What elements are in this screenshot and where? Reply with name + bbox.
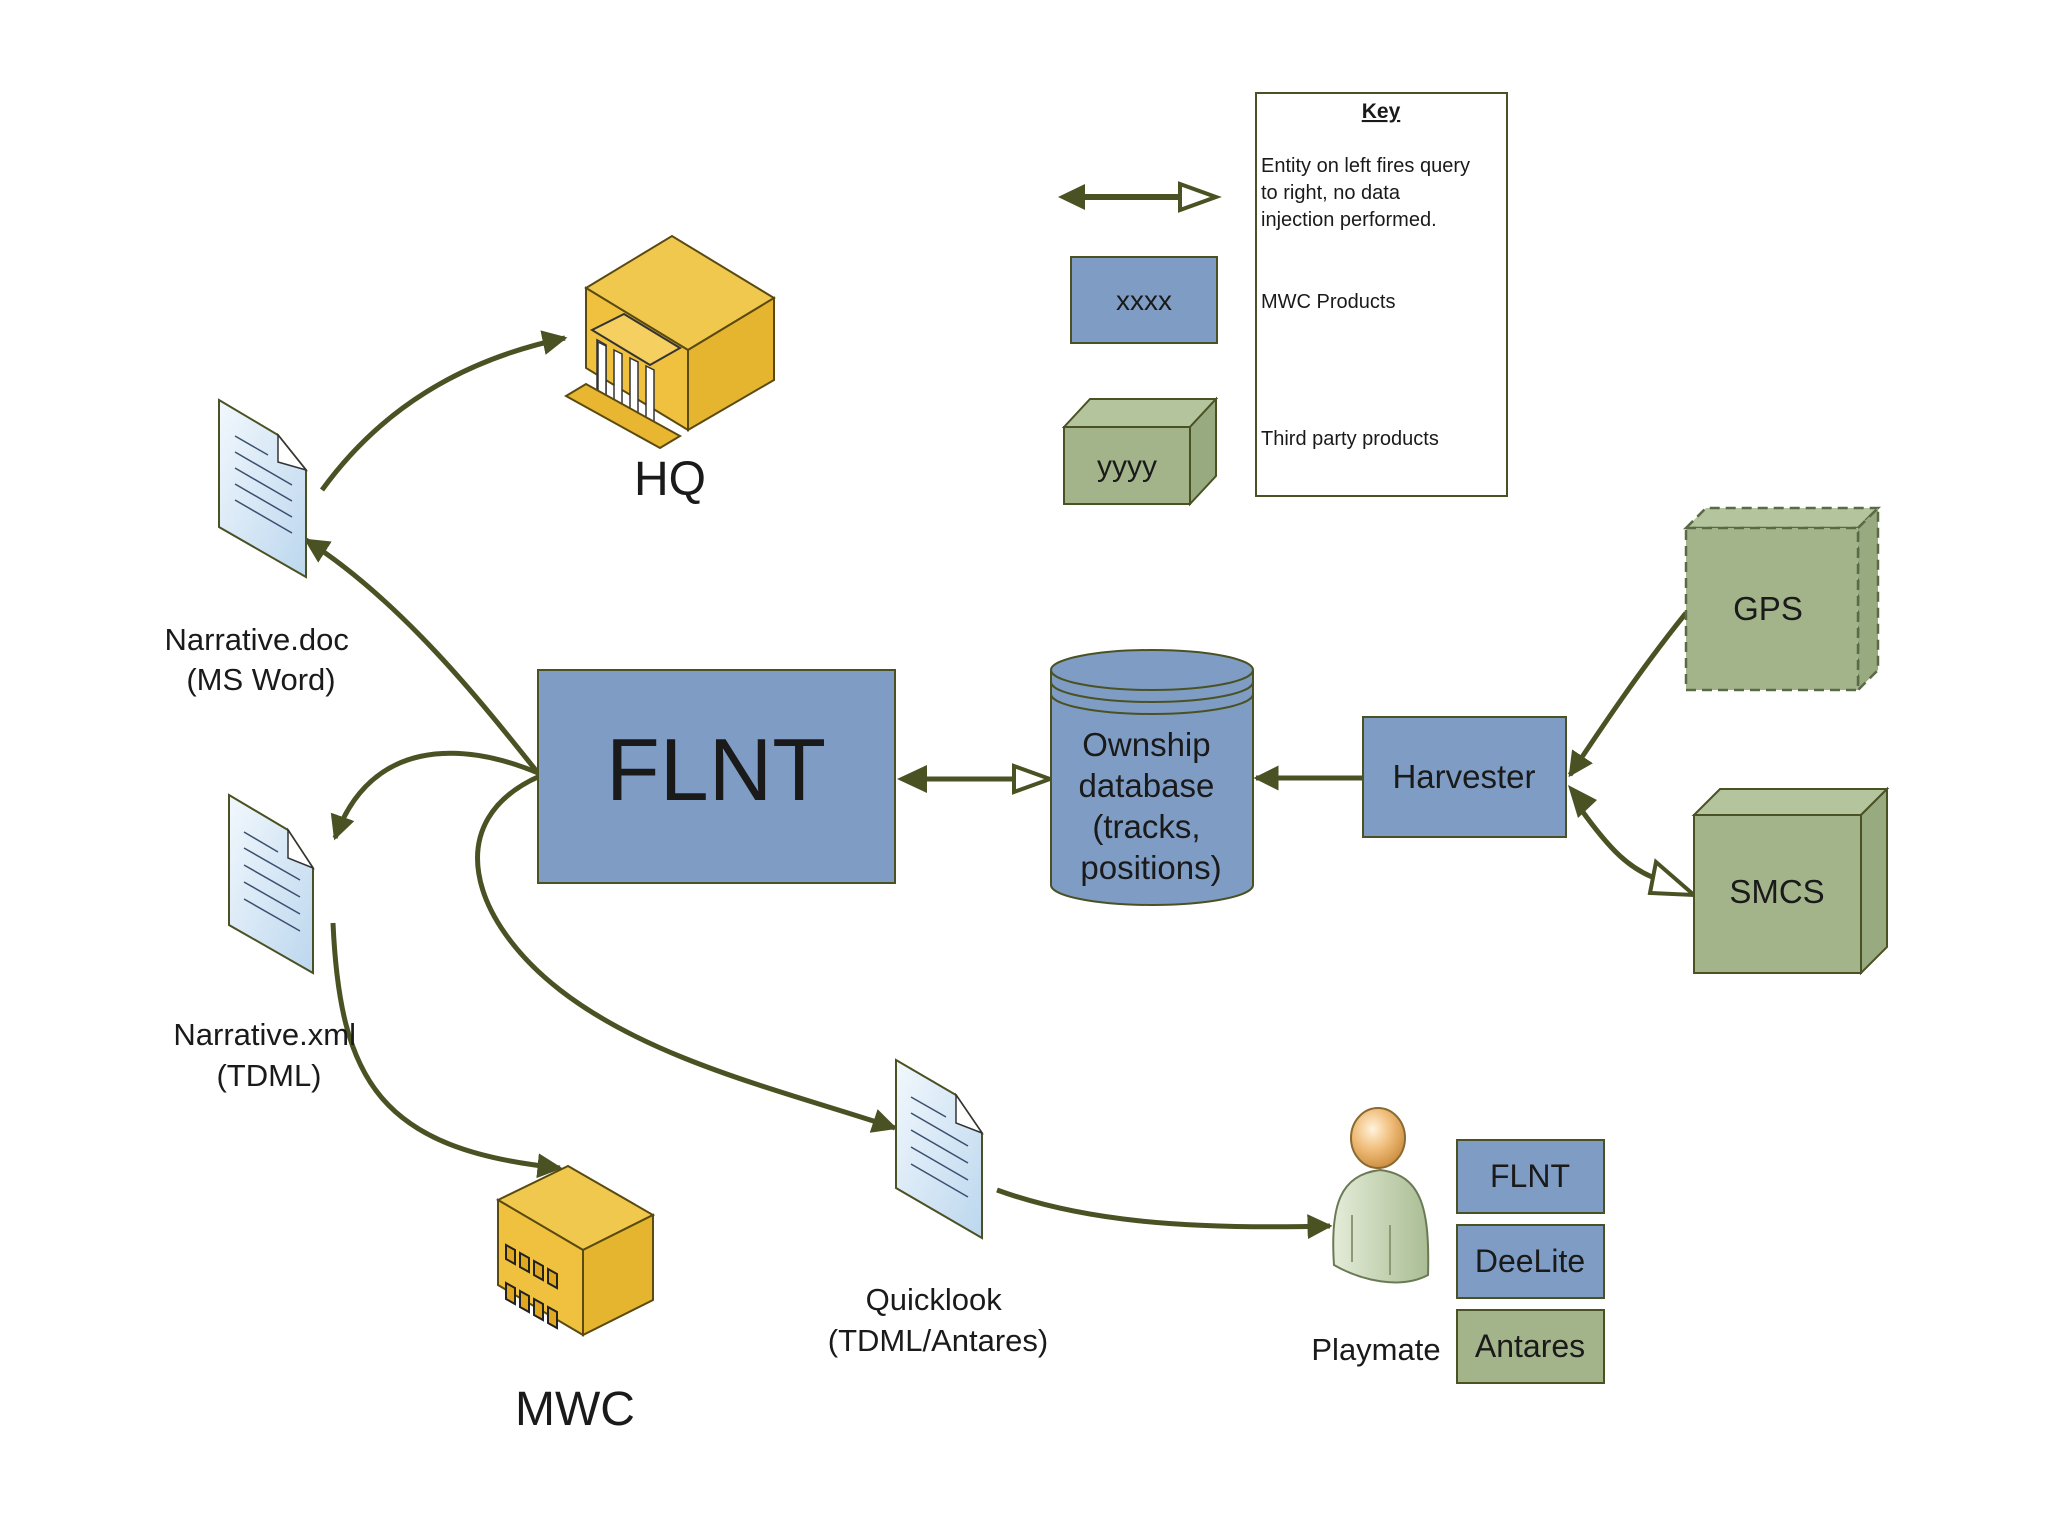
quicklook-doc-icon <box>895 1058 984 1240</box>
edge-quicklook-to-playmate <box>996 1187 1333 1240</box>
harvester-label: Harvester <box>1392 758 1535 795</box>
edge-flnt-to-narrative-xml <box>330 750 539 841</box>
key-mwc-sample-label: xxxx <box>1116 285 1172 316</box>
key-query-description: Entity on left fires query to right, no … <box>1261 155 1476 231</box>
narrative-xml-icon <box>228 793 315 975</box>
key-third-party-description: Third party products <box>1261 428 1439 450</box>
playmate-tool-antares[interactable] <box>1456 1309 1605 1384</box>
hq-label: HQ <box>634 453 706 506</box>
playmate-tool-deelite[interactable] <box>1456 1224 1605 1299</box>
key-mwc-sample-box <box>1070 256 1218 344</box>
key-mwc-description: MWC Products <box>1261 291 1395 313</box>
edge-narrative-xml-to-mwc <box>330 922 563 1179</box>
gps-node[interactable] <box>1682 504 1882 694</box>
mwc-building-icon <box>495 1164 656 1337</box>
edges <box>303 330 1688 1240</box>
key-title: Key <box>1362 100 1401 123</box>
harvester-node[interactable] <box>1362 716 1567 838</box>
playmate-tool-deelite-label: DeeLite <box>1475 1243 1585 1279</box>
mwc-label: MWC <box>515 1383 635 1436</box>
key-third-party-sample-label: yyyy <box>1097 450 1157 483</box>
key-query-arrow <box>1058 181 1222 213</box>
playmate-tool-antares-label: Antares <box>1475 1328 1585 1364</box>
edge-gps-to-harvester <box>1567 611 1688 778</box>
playmate-tool-flnt[interactable] <box>1456 1139 1605 1214</box>
edge-flnt-query-ownship-db <box>897 763 1056 795</box>
flnt-node[interactable] <box>537 669 896 884</box>
smcs-node[interactable] <box>1691 786 1890 976</box>
hq-building-icon <box>563 234 776 450</box>
narrative-xml-label: Narrative.xml (TDML) <box>173 1017 364 1093</box>
flnt-label: FLNT <box>606 720 826 819</box>
playmate-label: Playmate <box>1311 1332 1440 1367</box>
narrative-doc-icon <box>218 398 309 579</box>
edge-flnt-to-quicklook <box>475 773 898 1133</box>
edge-flnt-to-narrative-doc <box>303 537 540 775</box>
narrative-doc-label: Narrative.doc (MS Word) <box>165 622 358 697</box>
ownship-database-label: Ownship database (tracks, positions) <box>1079 726 1224 886</box>
playmate-person-icon <box>1332 1107 1430 1284</box>
edge-narrative-doc-to-hq <box>319 330 568 492</box>
edge-harvester-query-smcs <box>1568 785 1700 898</box>
gps-label: GPS <box>1733 590 1803 627</box>
smcs-label: SMCS <box>1729 873 1824 910</box>
ownship-database-node[interactable] <box>1050 649 1254 906</box>
key-legend: Key Entity on left fires query to right,… <box>1058 92 1508 507</box>
key-box <box>1255 92 1508 497</box>
playmate-tool-flnt-label: FLNT <box>1490 1158 1570 1194</box>
quicklook-label: Quicklook (TDML/Antares) <box>828 1282 1048 1358</box>
key-third-party-sample-cube <box>1061 396 1219 507</box>
